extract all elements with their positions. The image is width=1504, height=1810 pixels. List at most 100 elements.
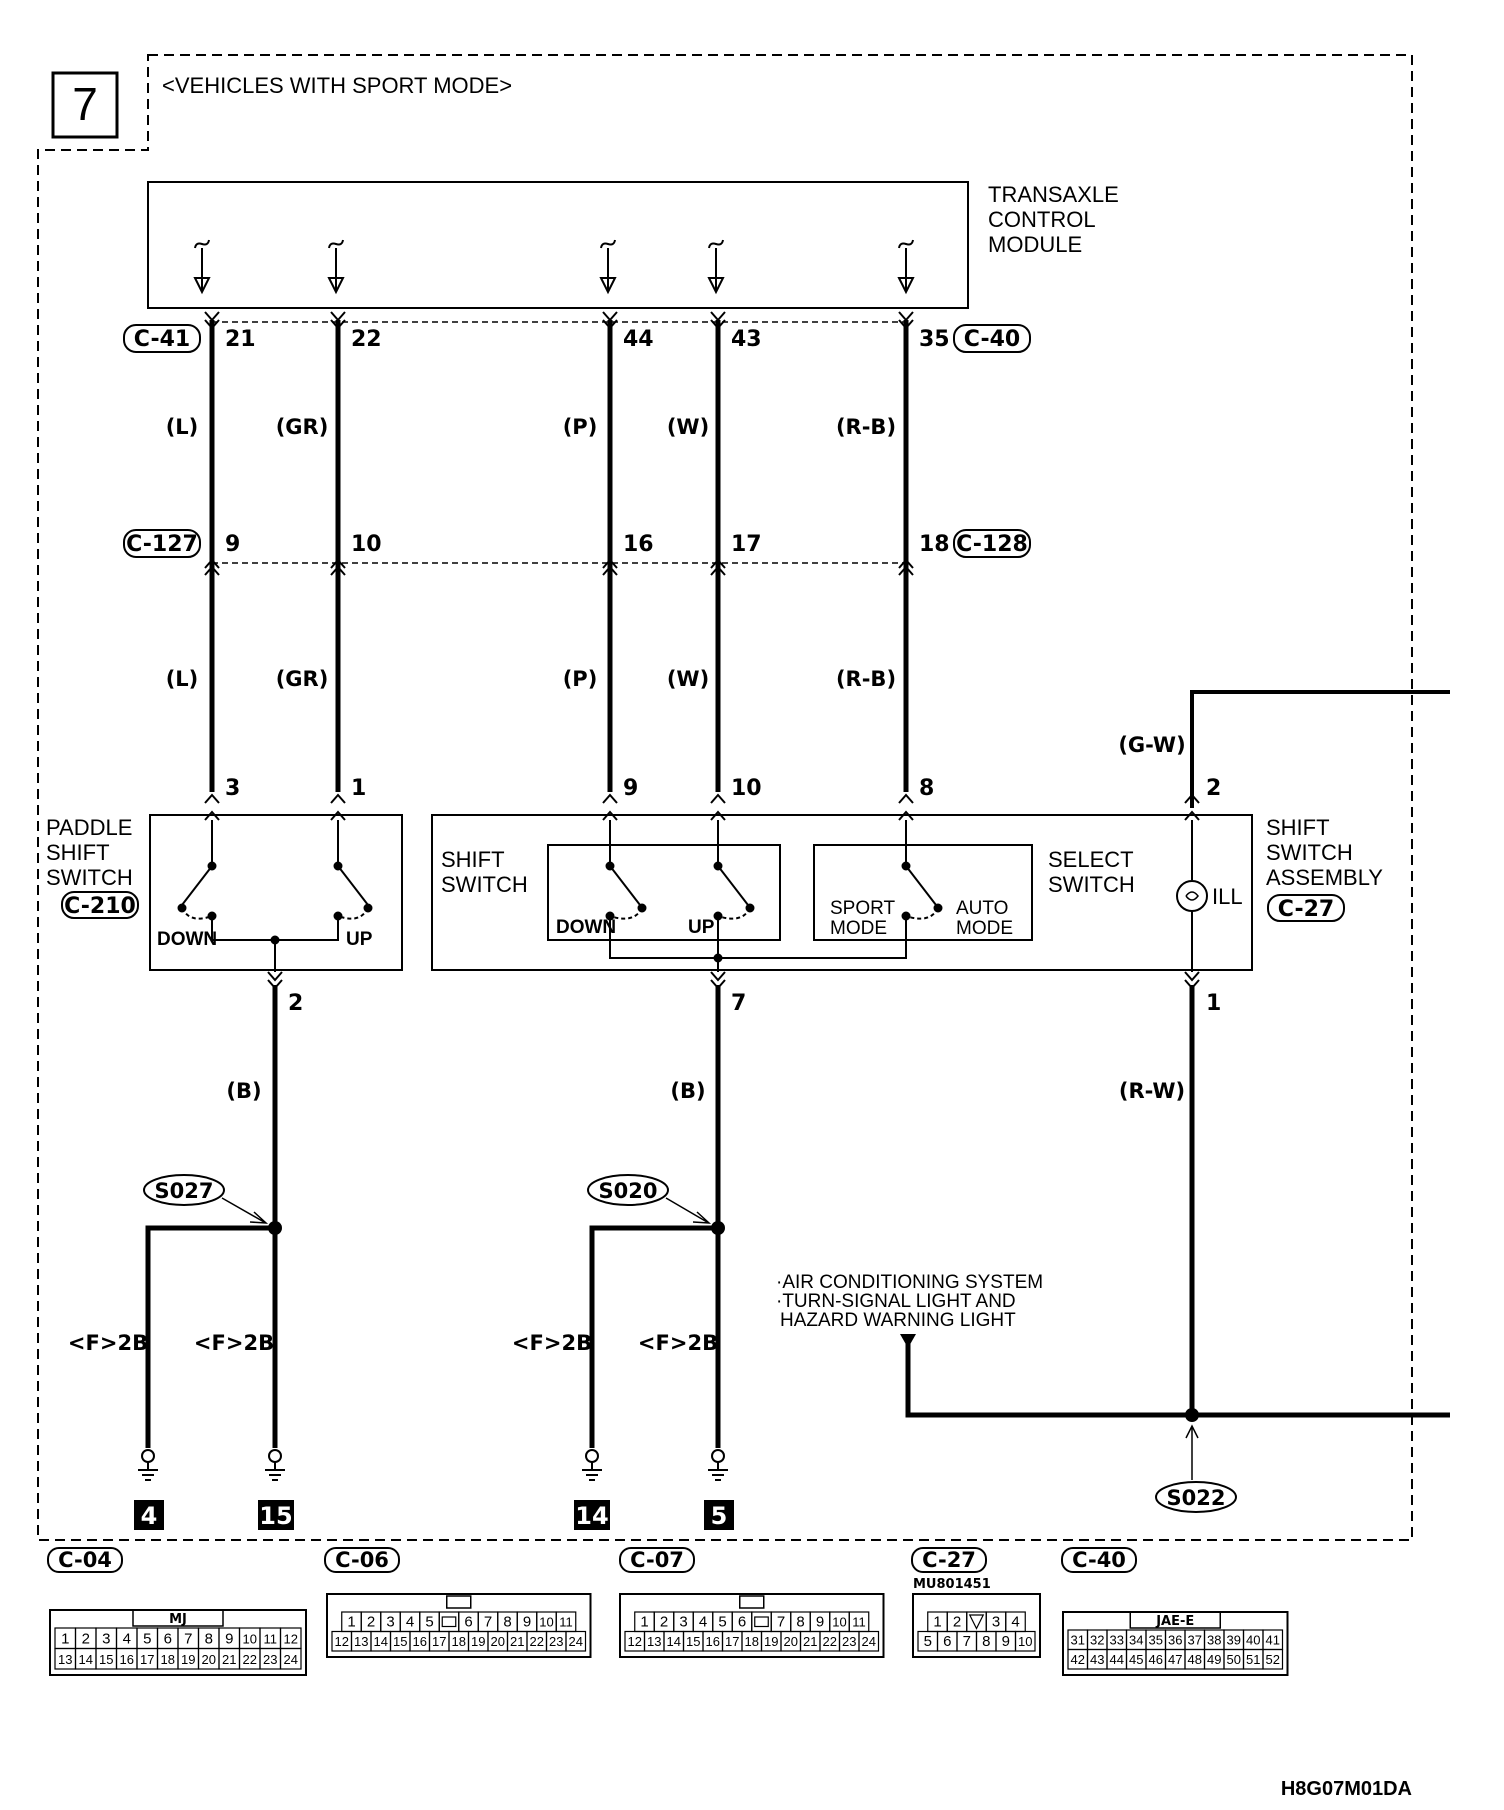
connector-pin-number: 19 <box>181 1652 195 1667</box>
splice-s022-label: S022 <box>1167 1486 1226 1510</box>
ill-feed-wire-top <box>1190 690 1450 808</box>
ground-ref-4: <F>2B <box>68 1331 148 1355</box>
paddle-up-label: UP <box>346 929 373 950</box>
connector-view-name: C-27 <box>922 1548 976 1572</box>
connector-pin-number: 10 <box>1018 1634 1032 1649</box>
connector-pin-number: 8 <box>796 1614 804 1631</box>
wire-color-l-upper: (L) <box>166 415 199 439</box>
pin-35: 35 <box>919 327 950 352</box>
pin-43: 43 <box>731 327 762 352</box>
connector-pin-number: 17 <box>432 1634 446 1649</box>
ground-number-14: 14 <box>575 1502 608 1530</box>
connector-view-badge <box>911 1547 987 1573</box>
ground-icon-4 <box>137 1449 159 1481</box>
ground-number-5: 5 <box>711 1502 728 1530</box>
connector-pin-number: 22 <box>823 1634 837 1649</box>
auto-mode-line1: AUTO <box>956 898 1008 919</box>
connector-pin-number: 7 <box>184 1631 192 1648</box>
ground-ref-14: <F>2B <box>512 1331 592 1355</box>
ground-number-4-box <box>134 1500 164 1530</box>
splice-s022-pointer <box>1185 1424 1199 1480</box>
connector-pin-cell <box>858 1630 880 1652</box>
connector-pin-number: 7 <box>963 1633 971 1650</box>
select-switch-box <box>813 844 1033 941</box>
pin-22: 22 <box>351 327 382 352</box>
connector-pin-number: 14 <box>79 1652 93 1667</box>
wire-color-l-lower: (L) <box>166 667 199 691</box>
connector-pin-number: 41 <box>1266 1633 1280 1648</box>
connector-pin-number: 12 <box>628 1634 642 1649</box>
connector-pin-number: 35 <box>1149 1633 1163 1648</box>
ground-icon-15 <box>264 1449 286 1481</box>
connector-c210-label: C-210 <box>64 894 136 919</box>
splice-s020-label: S020 <box>599 1179 658 1203</box>
connector-pin-number: 5 <box>718 1614 726 1631</box>
connector-pin-number: 3 <box>679 1614 687 1631</box>
wire-color-gr-upper: (GR) <box>276 415 329 439</box>
connector-pin-cell <box>565 1630 587 1652</box>
connector-pin-number: 18 <box>745 1634 759 1649</box>
connector-pin-cell <box>1014 1630 1036 1652</box>
connector-pin-number: 19 <box>764 1634 778 1649</box>
connector-pin-number: 50 <box>1227 1652 1241 1667</box>
ill-feed-arrow-icon <box>900 1334 916 1348</box>
pin-16-mid: 16 <box>623 532 654 557</box>
mid-connector-arrows <box>204 558 914 576</box>
connector-blank-cavity <box>441 1616 457 1628</box>
connector-c27-label: C-27 <box>1278 897 1334 922</box>
connector-pin-number: 24 <box>862 1634 876 1649</box>
connector-pin-number: 51 <box>1246 1652 1260 1667</box>
pin-2-paddle-out: 2 <box>288 991 303 1016</box>
assembly-title-line1: SHIFT <box>1266 815 1330 840</box>
connector-pin-number: 15 <box>393 1634 407 1649</box>
connector-pin-number: 3 <box>386 1614 394 1631</box>
connector-pin-number: 20 <box>784 1634 798 1649</box>
splice-s020-pointer <box>665 1197 712 1224</box>
connector-pin-number: 4 <box>123 1631 131 1648</box>
ground-number-4: 4 <box>141 1502 158 1530</box>
connector-pin-number: 1 <box>61 1631 69 1648</box>
paddle-switch-contacts <box>177 820 373 972</box>
splice-s020-dot <box>711 1221 725 1235</box>
connector-pin-number: 2 <box>367 1614 375 1631</box>
connector-pin-number: 23 <box>263 1652 277 1667</box>
connector-pin-number: 3 <box>992 1614 1000 1631</box>
connector-pin-number: 1 <box>347 1614 355 1631</box>
connector-view-frame <box>619 1593 885 1658</box>
shift-switch-box <box>547 844 781 941</box>
footer-code: H8G07M01DA <box>1281 1778 1412 1800</box>
connector-pin-cell <box>279 1647 302 1670</box>
connector-pin-number: 9 <box>816 1614 824 1631</box>
section-number-box <box>51 71 119 139</box>
shift-switch-contacts <box>605 820 943 972</box>
wire-color-p-upper: (P) <box>563 415 598 439</box>
connector-pin-cell <box>1262 1648 1284 1670</box>
wire-color-gr-lower: (GR) <box>276 667 329 691</box>
connector-pin-number: 44 <box>1110 1652 1124 1667</box>
connector-pin-number: 9 <box>1002 1633 1010 1650</box>
pin-8-switch: 8 <box>919 776 934 801</box>
connector-pin-number: 45 <box>1129 1652 1143 1667</box>
connector-view-badge <box>619 1547 695 1573</box>
pin-21: 21 <box>225 327 256 352</box>
shift-up-label: UP <box>688 917 715 938</box>
connector-pin-number: 4 <box>699 1614 707 1631</box>
splice-s020-badge <box>587 1174 669 1206</box>
wire-color-b-paddle: (B) <box>226 1079 261 1103</box>
connector-pin-number: 17 <box>725 1634 739 1649</box>
connector-pin-number: 14 <box>667 1634 681 1649</box>
connector-pin-number: 8 <box>982 1633 990 1650</box>
ground-icon-14 <box>581 1449 603 1481</box>
splice-s022-badge <box>1155 1481 1237 1513</box>
ground-wires <box>145 985 1450 1448</box>
connector-c128-label: C-128 <box>956 532 1028 557</box>
assembly-title-line2: SWITCH <box>1266 840 1353 865</box>
connector-pin-number: 40 <box>1246 1633 1260 1648</box>
shift-switch-line1: SHIFT <box>441 847 505 872</box>
pin-9-switch: 9 <box>623 776 638 801</box>
wire-color-rw: (R-W) <box>1119 1079 1185 1103</box>
connector-pin-number: 47 <box>1168 1652 1182 1667</box>
